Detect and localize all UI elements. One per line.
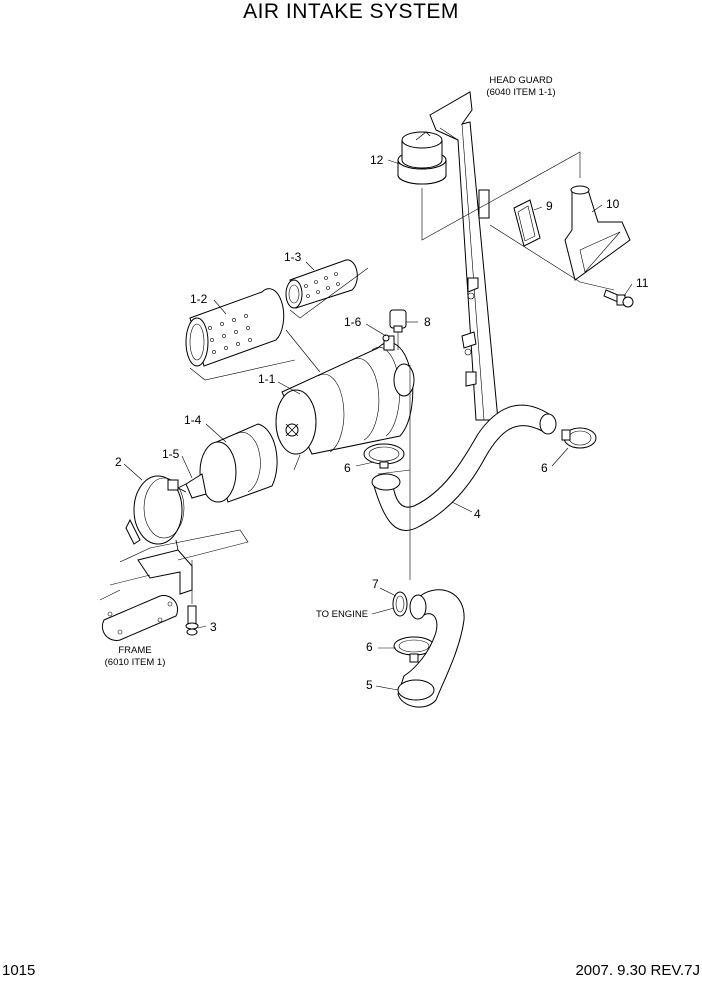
- part-1-1-air-cleaner: [275, 335, 415, 471]
- callout-10: 10: [606, 197, 620, 211]
- callout-1-5: 1-5: [162, 447, 180, 461]
- part-12-rain-cap: [397, 131, 581, 241]
- callout-1-3: 1-3: [284, 250, 302, 264]
- part-11-bolt: [603, 289, 634, 308]
- page-title: AIR INTAKE SYSTEM: [243, 0, 459, 23]
- part-5-elbow-hose: [397, 589, 465, 708]
- callout-2: 2: [115, 455, 122, 469]
- part-9-gasket: [513, 199, 541, 247]
- callout-6-upper-right: 6: [541, 461, 548, 475]
- callout-4: 4: [474, 507, 481, 521]
- part-10-intake-duct: [489, 185, 631, 291]
- part-1-3-inner-element: [285, 259, 369, 373]
- callout-1-2: 1-2: [190, 292, 208, 306]
- to-engine-note: TO ENGINE: [316, 609, 368, 620]
- callout-9: 9: [546, 199, 553, 213]
- part-6-clamps: [363, 427, 597, 663]
- callout-3: 3: [210, 620, 217, 634]
- part-1-2-outer-element: [185, 288, 296, 381]
- part-2-mounting-band: [125, 475, 185, 561]
- part-1-5-valve: [177, 473, 207, 499]
- callout-1-1: 1-1: [258, 372, 276, 386]
- callout-6-upper-left: 6: [344, 461, 351, 475]
- callout-7: 7: [372, 577, 379, 591]
- part-3-bolt: [185, 560, 199, 636]
- head-guard-note: HEAD GUARD: [489, 75, 552, 86]
- head-guard-ref: (6040 ITEM 1-1): [486, 87, 555, 98]
- leader-lines: [123, 159, 633, 691]
- callout-5: 5: [366, 678, 373, 692]
- part-7-clamp: [392, 591, 408, 617]
- frame-note: FRAME: [118, 645, 151, 656]
- part-8-indicator: [382, 309, 407, 350]
- revision-date: 2007. 9.30 REV.7J: [575, 962, 700, 979]
- part-4-hose: [371, 404, 557, 531]
- part-1-4-cover: [199, 423, 278, 503]
- callout-1-4: 1-4: [184, 413, 202, 427]
- head-guard: [429, 91, 499, 421]
- callout-8: 8: [424, 315, 431, 329]
- callout-12: 12: [370, 153, 384, 167]
- callout-11: 11: [636, 276, 649, 290]
- callout-1-6: 1-6: [344, 315, 362, 329]
- frame-bracket: [99, 529, 249, 641]
- callout-6-lower: 6: [366, 640, 373, 654]
- frame-ref: (6010 ITEM 1): [105, 657, 166, 668]
- page-number: 1015: [2, 962, 36, 979]
